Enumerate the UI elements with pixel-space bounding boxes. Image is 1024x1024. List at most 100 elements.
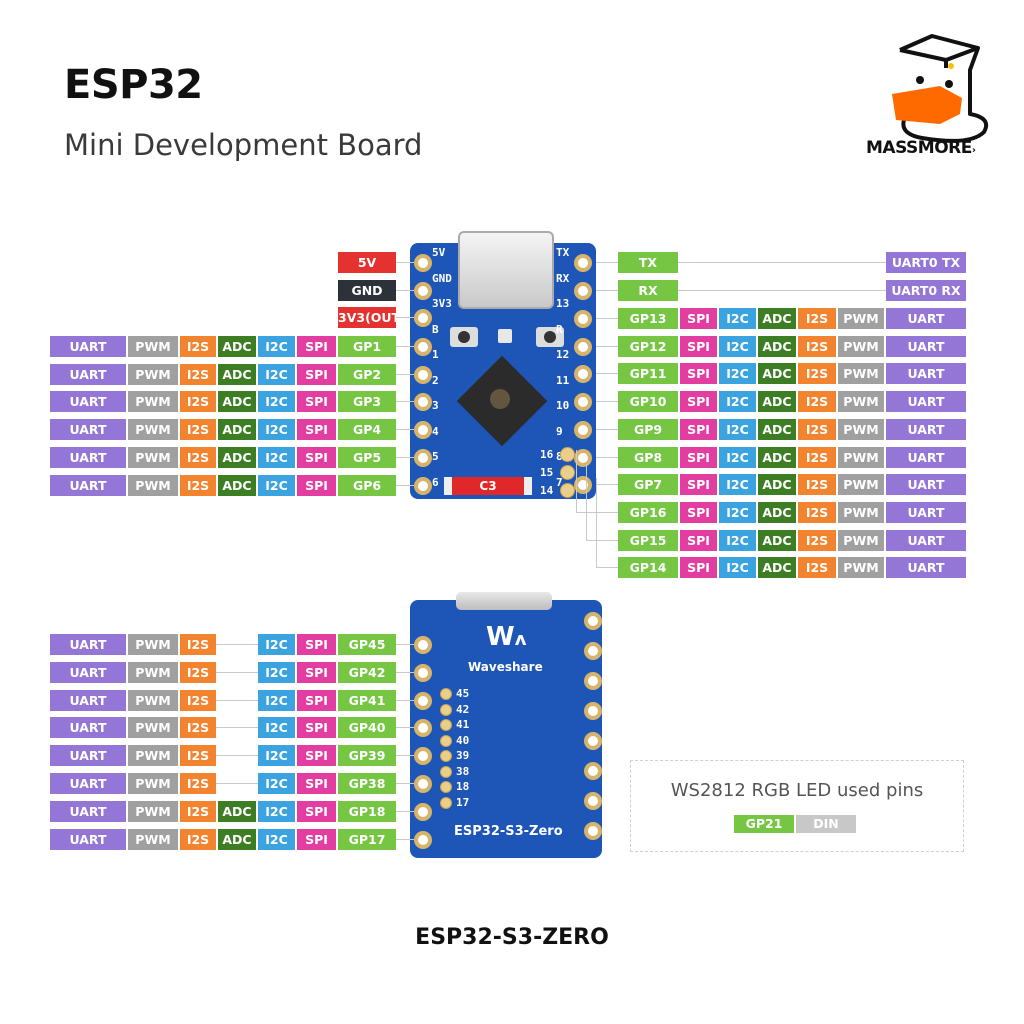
- uart-func-badge: UART0 TX: [886, 252, 966, 273]
- func-badge-spi: SPI: [680, 557, 717, 579]
- connector-line: [216, 783, 258, 784]
- pin-pad: [574, 254, 592, 272]
- func-badge-i2s: I2S: [180, 828, 216, 850]
- gpio-badge: GP2: [338, 363, 396, 385]
- func-badge-pwm: PWM: [128, 474, 178, 496]
- connector-line: [396, 401, 414, 403]
- waveshare-text: Waveshare: [468, 660, 543, 674]
- func-badge-i2s: I2S: [798, 363, 836, 385]
- func-badge-i2c: I2C: [258, 391, 295, 413]
- gpio-badge: GP6: [338, 474, 396, 496]
- connector-line: [216, 644, 258, 645]
- func-badge-i2c: I2C: [719, 529, 756, 551]
- silkscreen-label: 13: [556, 297, 570, 310]
- func-badge-adc: ADC: [218, 828, 256, 850]
- func-badge-pwm: PWM: [838, 391, 884, 413]
- silkscreen-label: TX: [556, 246, 570, 259]
- func-badge-i2c: I2C: [719, 446, 756, 468]
- func-badge-uart: UART: [886, 474, 966, 496]
- func-badge-i2c: I2C: [258, 800, 295, 822]
- func-badge-i2s: I2S: [798, 557, 836, 579]
- func-badge-spi: SPI: [680, 363, 717, 385]
- func-badge-adc: ADC: [758, 418, 796, 440]
- func-badge-uart: UART: [50, 661, 126, 683]
- connector-line: [596, 401, 618, 403]
- func-badge-adc: ADC: [218, 419, 256, 441]
- pin-pad: [414, 254, 432, 272]
- silkscreen-label: 3V3: [432, 297, 452, 310]
- connector-line: [396, 699, 414, 701]
- func-badge-spi: SPI: [680, 474, 717, 496]
- func-badge-uart: UART: [50, 391, 126, 413]
- pin-pad: [414, 281, 432, 300]
- duck-mascot-icon: [892, 34, 989, 143]
- func-badge-uart: UART: [50, 773, 126, 794]
- func-badge-i2c: I2C: [719, 391, 756, 413]
- silkscreen-label: 9: [556, 424, 563, 438]
- gpio-badge: GP12: [618, 335, 678, 357]
- func-badge-spi: SPI: [297, 773, 336, 794]
- connector-line: [396, 373, 414, 375]
- gpio-badge: GP3: [338, 391, 396, 413]
- pin-pad: [414, 448, 432, 467]
- func-badge-pwm: PWM: [838, 529, 884, 551]
- func-badge-spi: SPI: [680, 308, 717, 329]
- pin-pad: [584, 612, 602, 630]
- func-badge-adc: ADC: [218, 336, 256, 357]
- func-badge-spi: SPI: [680, 501, 717, 523]
- func-badge-i2s: I2S: [798, 418, 836, 440]
- func-badge-adc: ADC: [758, 529, 796, 551]
- func-badge-pwm: PWM: [838, 474, 884, 496]
- pad-number-label: 41: [456, 718, 470, 731]
- massmore-logo: [860, 28, 1000, 158]
- func-badge-i2s: I2S: [798, 446, 836, 468]
- func-badge-i2c: I2C: [258, 419, 295, 441]
- func-badge-pwm: PWM: [838, 308, 884, 329]
- func-badge-i2s: I2S: [180, 391, 216, 413]
- func-badge-i2c: I2C: [258, 634, 295, 655]
- func-badge-spi: SPI: [680, 335, 717, 357]
- espressif-logo-icon: [490, 389, 510, 409]
- connector-line: [396, 838, 414, 840]
- gpio-badge: GP40: [338, 717, 396, 739]
- connector-line: [396, 783, 414, 784]
- gpio-badge: GP16: [618, 501, 678, 523]
- reset-button: [536, 327, 564, 347]
- silkscreen-label: 16: [540, 448, 554, 461]
- gpio-badge: GP1: [338, 336, 396, 357]
- connector-line: [596, 345, 618, 347]
- func-badge-i2c: I2C: [719, 557, 756, 579]
- pin-pad: [584, 762, 602, 780]
- inner-pad: [440, 703, 452, 716]
- connector-line: [576, 511, 618, 513]
- page-subtitle: Mini Development Board: [64, 128, 423, 162]
- pad-number-label: 42: [456, 702, 470, 716]
- pin-pad: [584, 792, 602, 810]
- func-badge-i2c: I2C: [258, 745, 295, 767]
- func-badge-adc: ADC: [758, 474, 796, 496]
- connector-line: [396, 484, 414, 486]
- silkscreen-label: 7: [556, 475, 563, 489]
- inner-pad: [440, 781, 452, 793]
- func-badge-i2s: I2S: [180, 419, 216, 441]
- pin-pad: [414, 338, 432, 356]
- brand-name: MASSMORE›: [866, 138, 976, 158]
- silkscreen-label: 14: [540, 484, 554, 497]
- func-badge-pwm: PWM: [128, 446, 178, 468]
- func-badge-uart: UART: [50, 336, 126, 357]
- silkscreen-label: B: [432, 322, 439, 336]
- func-badge-pwm: PWM: [838, 335, 884, 357]
- func-badge-spi: SPI: [297, 391, 336, 413]
- pin-pad: [414, 719, 432, 738]
- func-badge-uart: UART: [886, 418, 966, 440]
- connector-line: [396, 456, 414, 458]
- func-badge-i2c: I2C: [258, 717, 295, 739]
- pin-pad: [584, 822, 602, 840]
- pin-pad: [414, 830, 432, 849]
- func-badge-i2s: I2S: [180, 717, 216, 739]
- func-badge-i2s: I2S: [180, 661, 216, 683]
- func-badge-pwm: PWM: [128, 828, 178, 850]
- ws2812-pin-badge: GP21: [734, 815, 794, 833]
- inner-pad: [440, 719, 452, 731]
- func-badge-i2s: I2S: [180, 446, 216, 468]
